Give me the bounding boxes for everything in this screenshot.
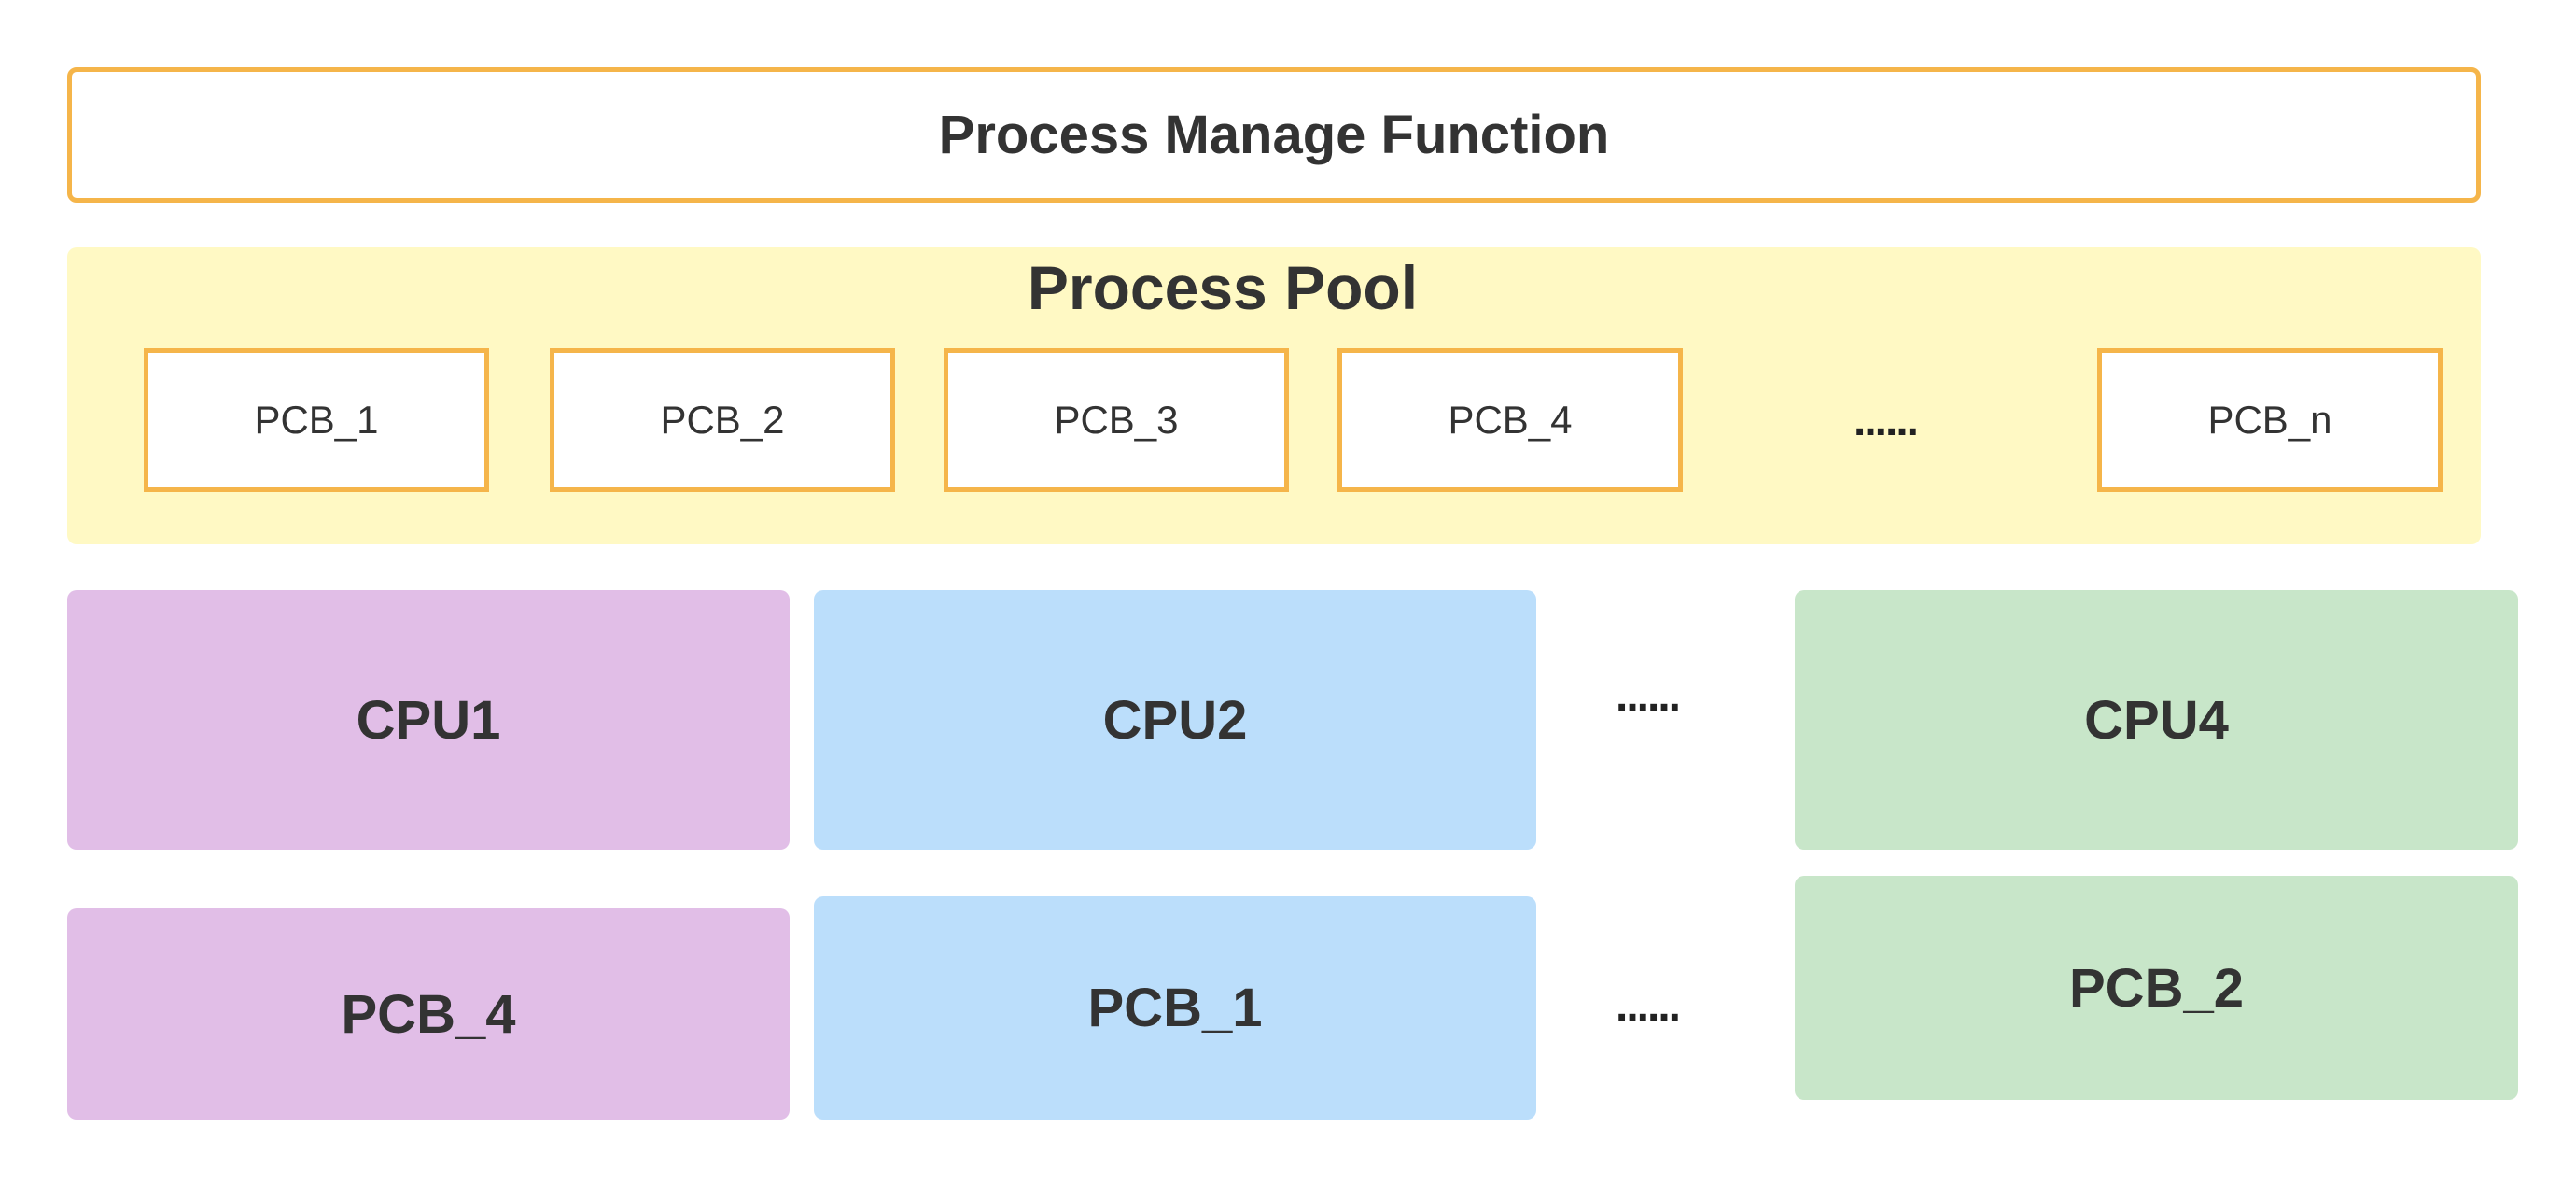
cpu4-running-pcb-card: PCB_2 [1795,876,2518,1100]
pool-pcb-slot-2: PCB_2 [550,348,895,492]
pool-pcb-slot-4: PCB_4 [1337,348,1683,492]
cpu1-running-pcb-card: PCB_4 [67,908,790,1120]
pool-pcb-label: PCB_4 [1448,398,1573,442]
pool-pcb-label: PCB_1 [254,398,379,442]
pool-pcb-label: PCB_3 [1054,398,1179,442]
cpu2-label: CPU2 [1102,689,1248,751]
pool-pcb-label: PCB_2 [660,398,785,442]
cpu2-running-pcb-card: PCB_1 [814,896,1536,1120]
cpu4-card: CPU4 [1795,590,2518,850]
cpu4-running-pcb-label: PCB_2 [2069,957,2244,1019]
process-pool-title: Process Pool [1027,253,1419,322]
process-manage-function-title: Process Manage Function [938,105,1610,165]
cpu1-running-pcb-label: PCB_4 [341,983,516,1045]
cpu-ellipsis: ...... [1615,670,1681,721]
pool-ellipsis: ...... [1853,395,1919,445]
cpu2-running-pcb-label: PCB_1 [1087,978,1263,1038]
running-pcb-ellipsis: ...... [1615,980,1681,1031]
cpu1-card: CPU1 [67,590,790,850]
pool-pcb-slot-n: PCB_n [2097,348,2443,492]
cpu2-card: CPU2 [814,590,1536,850]
pool-pcb-slot-1: PCB_1 [144,348,489,492]
pool-pcb-label: PCB_n [2207,398,2332,442]
cpu4-label: CPU4 [2084,689,2229,751]
pool-pcb-slot-3: PCB_3 [944,348,1289,492]
cpu1-label: CPU1 [356,689,501,751]
process-manage-function-box: Process Manage Function [67,67,2481,203]
